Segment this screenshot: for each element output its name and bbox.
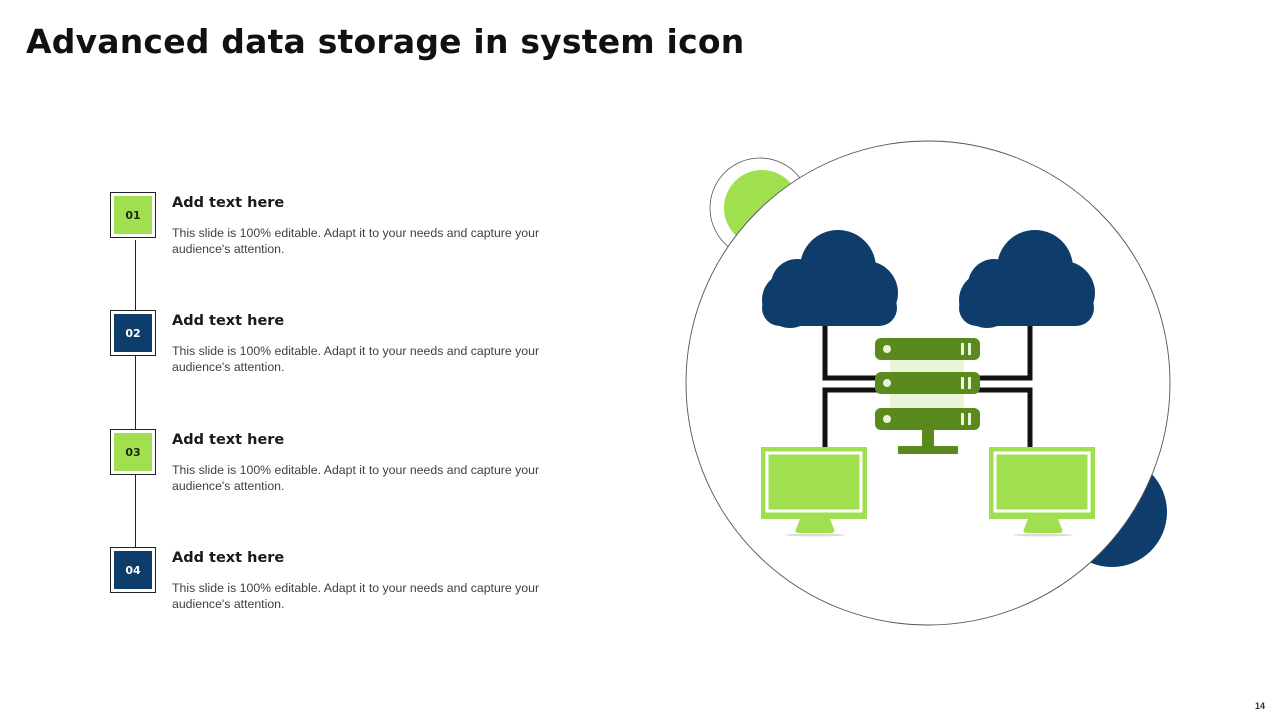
timeline-connector: [135, 240, 136, 552]
step-number: 04: [114, 551, 152, 589]
monitor-icon: [989, 447, 1095, 537]
step-number: 03: [114, 433, 152, 471]
step-heading: Add text here: [172, 432, 285, 448]
page-title: Advanced data storage in system icon: [26, 22, 745, 61]
step-description: This slide is 100% editable. Adapt it to…: [172, 581, 540, 611]
page-number: 14: [1254, 701, 1265, 711]
step-badge: 01: [110, 192, 156, 238]
cloud-icon: [959, 230, 1095, 328]
step-number: 01: [114, 196, 152, 234]
server-icon: [875, 338, 980, 454]
monitor-icon: [761, 447, 867, 537]
step-description: This slide is 100% editable. Adapt it to…: [172, 463, 540, 493]
cloud-icon: [762, 230, 898, 328]
step-number: 02: [114, 314, 152, 352]
step-description: This slide is 100% editable. Adapt it to…: [172, 226, 540, 256]
step-badge: 02: [110, 310, 156, 356]
step-heading: Add text here: [172, 550, 285, 566]
step-badge: 03: [110, 429, 156, 475]
step-description: This slide is 100% editable. Adapt it to…: [172, 344, 540, 374]
step-heading: Add text here: [172, 313, 285, 329]
network-lines: [822, 320, 1033, 448]
step-heading: Add text here: [172, 195, 285, 211]
step-badge: 04: [110, 547, 156, 593]
